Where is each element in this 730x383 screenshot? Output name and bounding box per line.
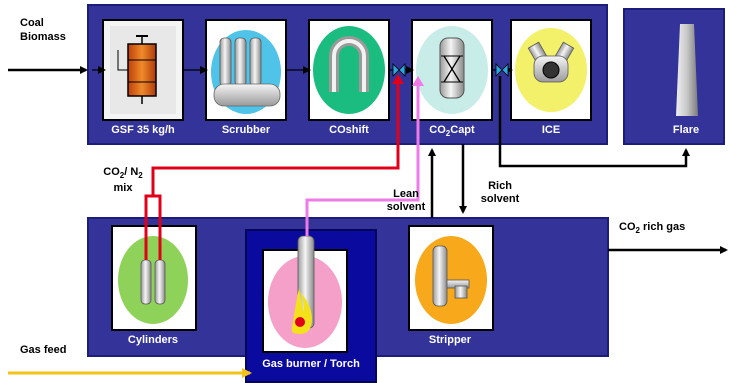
cylinders-label: Cylinders (127, 334, 179, 346)
valve-icon (392, 63, 406, 77)
co2capt-label: CO2Capt (429, 124, 475, 139)
co2-rich-gas-label: CO2 rich gas (619, 221, 686, 236)
scrubber-icon (211, 30, 281, 114)
ice-label: ICE (541, 124, 561, 136)
coal-label: Coal (20, 17, 44, 29)
co2-n2-mix-label: CO2/ N2 mix (103, 166, 143, 195)
co2-n2-mix-line (144, 82, 400, 260)
flare-label: Flare (672, 124, 700, 136)
gas-cylinders-icon (118, 236, 188, 324)
gas-feed-label: Gas feed (20, 344, 67, 356)
coshift-label: COshift (329, 124, 369, 136)
flare-stack-icon (676, 24, 698, 116)
flare-bypass-line (498, 76, 690, 168)
gsf-label: GSF 35 kg/h (111, 124, 175, 136)
co2-n2-mix-arrowhead (392, 74, 404, 84)
stripper-label: Stripper (428, 334, 472, 346)
engine-icon (515, 28, 587, 112)
scrubber-label: Scrubber (221, 124, 271, 136)
burner-gas-line (305, 84, 420, 236)
stripper-icon (415, 236, 487, 324)
coshift-icon (313, 26, 385, 114)
gasifier-icon (110, 26, 176, 114)
flare-panel (623, 8, 725, 145)
biomass-label: Biomass (20, 31, 66, 43)
co2-capture-icon (416, 26, 488, 114)
valve-icon (495, 63, 509, 77)
gas-burner-label: Gas burner / Torch (262, 358, 360, 370)
torch-icon (268, 235, 342, 348)
burner-gas-arrowhead (412, 76, 424, 86)
